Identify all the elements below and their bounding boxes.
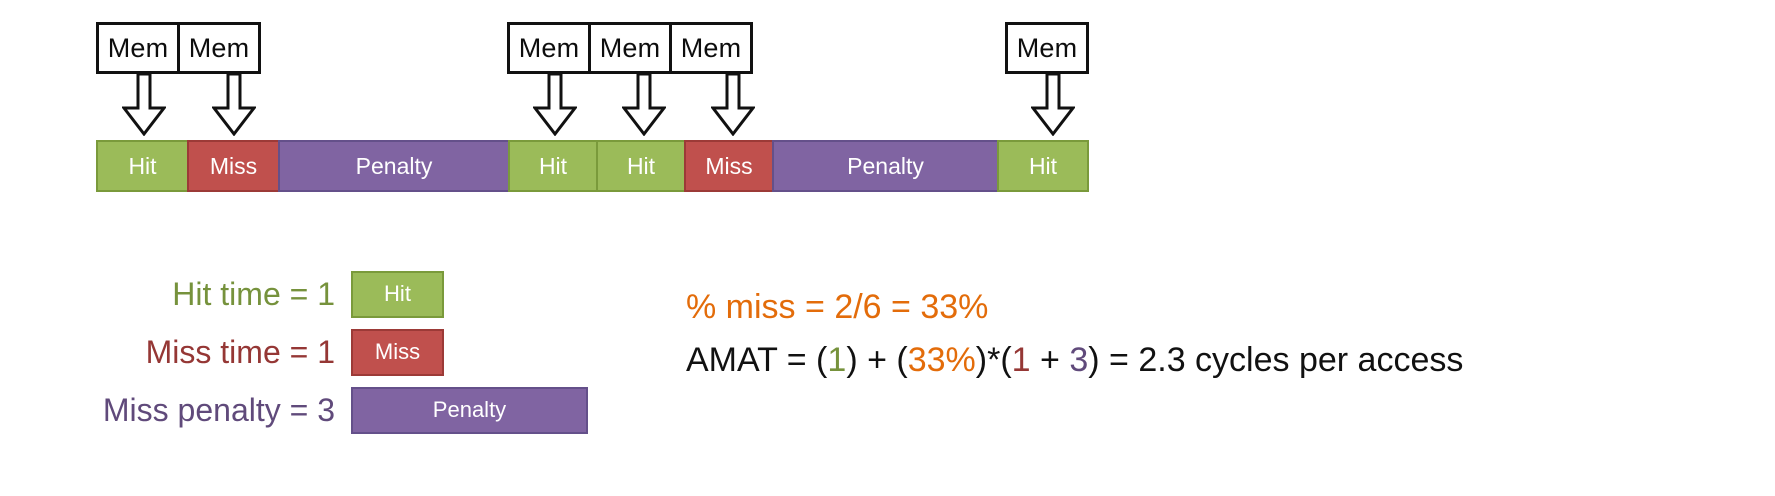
legend-bar-pen: Penalty: [351, 386, 588, 434]
timeline-segment-hit: Hit: [997, 140, 1089, 192]
legend-bar-miss: Miss: [351, 328, 444, 376]
amat-miss-rate: 33%: [907, 341, 976, 379]
legend-bar-hit: Hit: [351, 270, 444, 318]
amat-suffix: ) = 2.3 cycles per access: [1088, 341, 1464, 379]
timeline-segment-hit: Hit: [596, 140, 686, 192]
timeline-segment-hit: Hit: [96, 140, 189, 192]
legend-row: Hit time = 1 Hit: [90, 268, 690, 320]
amat-sep-1: ) + (: [846, 341, 908, 379]
formula-block: % miss = 2/6 = 33% AMAT = (1) + (33%)*(1…: [686, 288, 1463, 380]
timeline-segment-miss: Miss: [187, 140, 280, 192]
amat-sep-2: )*(: [975, 341, 1012, 379]
legend-label: Miss penalty = 3: [102, 391, 335, 428]
miss-rate-value: 33%: [920, 288, 989, 326]
legend-row: Miss time = 1 Miss: [90, 326, 690, 378]
memory-access-arrow-icon: [533, 74, 577, 136]
mem-box: Mem: [588, 22, 672, 74]
amat-prefix: AMAT = (: [686, 341, 828, 379]
memory-access-arrow-icon: [622, 74, 666, 136]
legend-label: Miss time = 1: [145, 333, 335, 370]
amat-formula: AMAT = (1) + (33%)*(1 + 3) = 2.3 cycles …: [686, 341, 1463, 380]
memory-access-arrow-icon: [1031, 74, 1075, 136]
mem-box: Mem: [96, 22, 180, 74]
legend-label: Hit time = 1: [172, 275, 335, 312]
mem-box: Mem: [507, 22, 591, 74]
amat-sep-3: +: [1030, 341, 1070, 379]
timeline-segment-pen: Penalty: [772, 140, 999, 192]
miss-rate-formula: % miss = 2/6 = 33%: [686, 288, 1463, 327]
miss-rate-fraction: 2/6: [834, 288, 882, 326]
timeline-segment-pen: Penalty: [278, 140, 510, 192]
timeline-segment-miss: Miss: [684, 140, 774, 192]
amat-hit-time: 1: [827, 341, 847, 379]
amat-miss-penalty: 3: [1069, 341, 1089, 379]
memory-access-arrow-icon: [212, 74, 256, 136]
mem-box-group: Mem: [1005, 22, 1089, 74]
miss-rate-equals: =: [881, 288, 921, 326]
memory-access-arrow-icon: [122, 74, 166, 136]
legend-row: Miss penalty = 3 Penalty: [90, 384, 690, 436]
mem-box: Mem: [1005, 22, 1089, 74]
mem-box: Mem: [177, 22, 261, 74]
mem-box: Mem: [669, 22, 753, 74]
miss-rate-prefix: % miss =: [686, 288, 835, 326]
timeline-segment-hit: Hit: [508, 140, 598, 192]
amat-miss-time: 1: [1011, 341, 1031, 379]
memory-access-arrow-icon: [711, 74, 755, 136]
